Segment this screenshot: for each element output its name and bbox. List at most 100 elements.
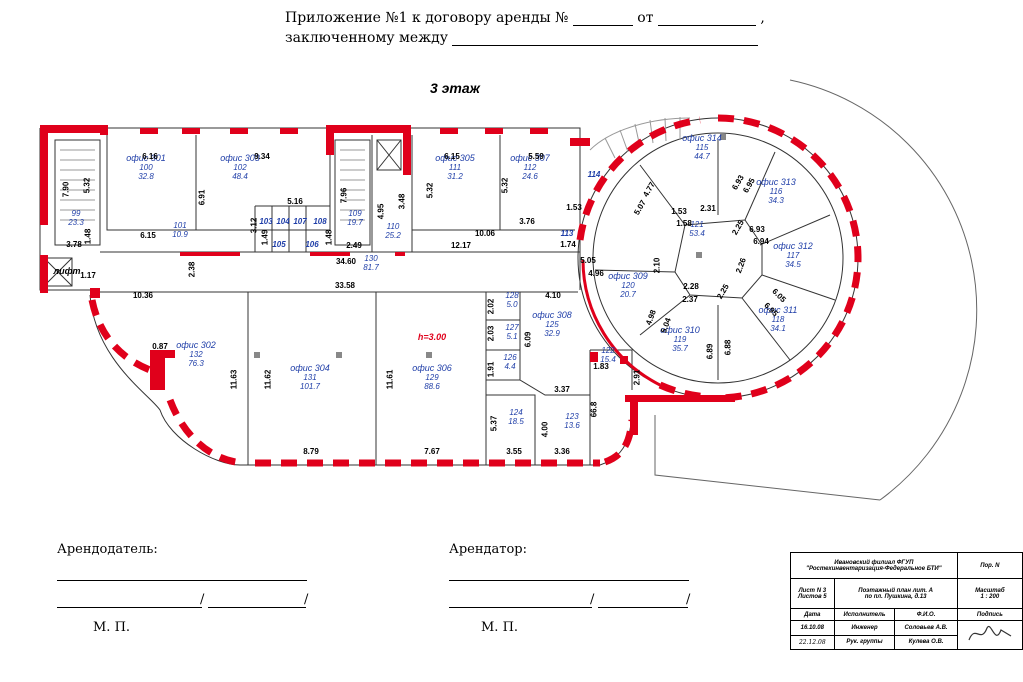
stamp-col-fio: Ф.И.О. [894, 608, 958, 621]
tenant-name-line[interactable] [449, 580, 689, 581]
contract-number-blank[interactable] [572, 11, 633, 26]
dimension-label: 8.79 [303, 447, 319, 456]
room-number: 125 [545, 320, 559, 329]
dimension-label: 2.03 [486, 325, 496, 342]
stamp-role2: Рук. группы [833, 634, 896, 650]
room-number: 99 [71, 209, 81, 218]
contract-date-label: от [637, 10, 654, 26]
small-label-r106: 106 [305, 240, 319, 249]
dimension-label: 33.58 [334, 281, 356, 290]
stamp-col-exec: Исполнитель [833, 608, 896, 621]
room-name: офис 308 [532, 310, 572, 320]
dimension-label: 6.15 [140, 231, 156, 240]
stamp-por: Пор. N [956, 552, 1023, 579]
room-area: 34.5 [785, 260, 801, 269]
small-label-r108: 108 [313, 217, 327, 226]
room-area: 20.7 [620, 290, 636, 299]
room-area: 101.7 [299, 382, 321, 391]
dimension-label: 34.60 [335, 257, 357, 266]
dimension-label: 3.78 [66, 240, 82, 249]
stamp-desc: Поэтажный план лит. А по пл. Пушкина, д.… [833, 578, 958, 609]
stamp-scale-value: 1 : 200 [980, 593, 1000, 600]
contract-date-blank[interactable] [657, 11, 756, 26]
dimension-label: 1.53 [566, 203, 582, 212]
parties-blank[interactable] [452, 31, 759, 46]
dimension-label: 10.36 [132, 291, 154, 300]
small-label-r107: 107 [293, 217, 307, 226]
room-area: 76.3 [188, 359, 204, 368]
dimension-label: 2.02 [486, 298, 496, 315]
tenant-fio-line[interactable] [598, 607, 688, 608]
room-name: офис 313 [756, 177, 796, 187]
room-area: 23.3 [68, 218, 84, 227]
room-area: 53.4 [689, 229, 705, 238]
small-label-r114: 114 [587, 170, 601, 179]
tenant-sign-line[interactable] [449, 607, 592, 608]
dimension-label: 1.48 [83, 228, 93, 245]
dimension-label: 2.37 [682, 295, 698, 304]
room-name: офис 303 [220, 153, 260, 163]
floor-title: 3 этаж [430, 80, 480, 96]
room-number: 116 [769, 187, 783, 196]
dimension-label: 2.91 [632, 369, 642, 386]
landlord-name-line[interactable] [57, 580, 307, 581]
dimension-label: 11.63 [229, 369, 239, 390]
dimension-label: 5.32 [500, 177, 510, 194]
stamp-name2: Кулева О.В. [894, 634, 958, 650]
tenant-slash-end: / [686, 592, 691, 607]
dimension-label: 3.48 [397, 193, 407, 210]
room-number: 129 [425, 373, 439, 382]
room-number: 131 [303, 373, 317, 382]
room-area: 32.8 [138, 172, 154, 181]
small-label-r113: 113 [560, 229, 574, 238]
room-area: 19.7 [347, 218, 363, 227]
stamp-col-sign: Подпись [956, 608, 1023, 621]
contract-title: Приложение №1 к договору аренды № [285, 10, 569, 26]
dimension-label: 11.62 [263, 369, 273, 390]
title-block: Ивановский филиал ФГУП "Ростехинвентариз… [790, 552, 1023, 650]
dimension-label: 7.90 [61, 181, 71, 198]
dimension-label: 0.87 [152, 342, 168, 351]
room-number: 120 [621, 281, 635, 290]
dimension-label: 5.32 [425, 182, 435, 199]
dimension-label: 1.53 [671, 207, 687, 216]
stamp-signature [956, 620, 1023, 650]
stamp-col-date: Дата [790, 608, 835, 621]
room-area: 44.7 [694, 152, 710, 161]
landlord-fio-line[interactable] [208, 607, 306, 608]
room-number: 126 [503, 353, 517, 362]
handwritten-date: 22.12.08 [798, 638, 826, 646]
dimension-label: 4.00 [540, 421, 550, 438]
dimension-label: 11.61 [385, 369, 395, 390]
stamp-sheet-num: Лист N 3 [798, 587, 827, 594]
dimension-label: 2.49 [346, 241, 362, 250]
stamp-org: Ивановский филиал ФГУП "Ростехинвентариз… [790, 552, 958, 579]
room-number: 127 [505, 323, 519, 332]
dimension-label: 6.89 [705, 343, 715, 360]
dimension-label: 5.37 [489, 415, 499, 432]
room-name: офис 310 [660, 325, 700, 335]
room-name: офис 302 [176, 340, 216, 350]
dimension-label: 6.88 [723, 339, 733, 356]
small-label-height: h=3.00 [417, 332, 447, 342]
landlord-sign-line[interactable] [57, 607, 202, 608]
room-area: 88.6 [424, 382, 440, 391]
dimension-label: 6.91 [197, 189, 207, 206]
dimension-label: 4.96 [588, 269, 604, 278]
parties-label: заключенному между [285, 30, 448, 46]
room-area: 34.1 [770, 324, 786, 333]
